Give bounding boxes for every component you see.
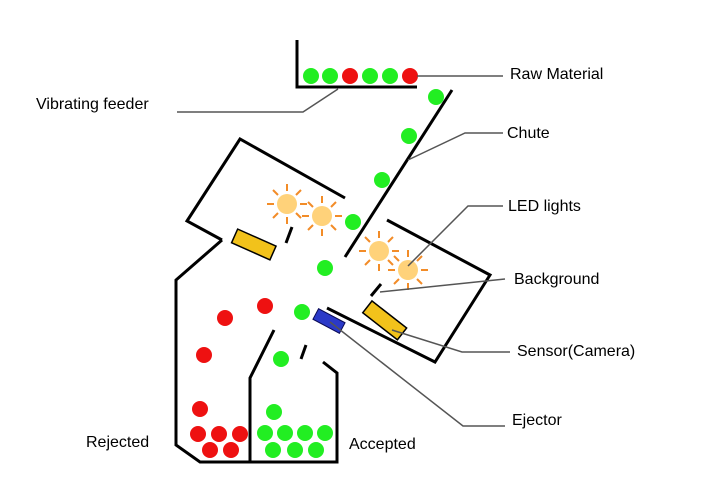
label-rejected: Rejected — [86, 434, 149, 451]
led-light-icon — [302, 196, 342, 236]
label-ejector: Ejector — [512, 412, 562, 429]
left-sensor-housing — [230, 228, 278, 261]
particle-rejected — [257, 298, 273, 314]
label-accepted: Accepted — [349, 436, 416, 453]
right-inspection-box — [326, 218, 493, 364]
particle-rejected — [217, 310, 233, 326]
label-led-lights: LED lights — [508, 198, 581, 215]
leader-led-lights — [407, 205, 503, 267]
particle-accepted — [266, 404, 282, 420]
particle-rejected — [196, 347, 212, 363]
particle-rejected — [342, 68, 358, 84]
label-raw-material: Raw Material — [510, 66, 603, 83]
particle-accepted — [273, 351, 289, 367]
accepted-flap — [299, 344, 308, 360]
particle-rejected — [211, 426, 227, 442]
rejected-bin — [174, 238, 250, 464]
particle-accepted — [345, 214, 361, 230]
particle-accepted — [265, 442, 281, 458]
accepted-pile — [257, 404, 333, 458]
particle-accepted — [287, 442, 303, 458]
particle-accepted — [294, 304, 310, 320]
leader-background — [379, 278, 506, 293]
particle-accepted — [317, 425, 333, 441]
label-sensor: Sensor(Camera) — [517, 343, 635, 360]
falling-particles — [294, 89, 444, 320]
particle-accepted — [401, 128, 417, 144]
raw-material-particles — [303, 68, 418, 84]
particle-accepted — [308, 442, 324, 458]
particle-accepted — [374, 172, 390, 188]
particle-accepted — [297, 425, 313, 441]
leader-chute — [407, 132, 503, 161]
accepted-bin — [250, 360, 339, 464]
particle-accepted — [303, 68, 319, 84]
leader-vibrating-feeder — [177, 88, 339, 113]
particle-rejected — [190, 426, 206, 442]
particle-rejected — [192, 401, 208, 417]
label-chute: Chute — [507, 125, 550, 142]
led-light-icon — [388, 250, 428, 290]
particle-accepted — [317, 260, 333, 276]
leader-ejector — [329, 321, 505, 427]
label-vibrating-feeder: Vibrating feeder — [36, 96, 149, 113]
leader-sensor — [391, 329, 510, 353]
particle-accepted — [362, 68, 378, 84]
particle-accepted — [257, 425, 273, 441]
particle-accepted — [277, 425, 293, 441]
right-sensor-housing — [361, 299, 408, 341]
particle-rejected — [232, 426, 248, 442]
particle-accepted — [322, 68, 338, 84]
particle-rejected — [223, 442, 239, 458]
particle-accepted — [382, 68, 398, 84]
left-background-plate — [284, 226, 294, 244]
left-inspection-box — [184, 137, 346, 242]
bin-divider — [248, 329, 276, 462]
vibrating-feeder-tray — [295, 40, 417, 89]
leader-lines — [177, 75, 510, 427]
led-light-icon — [359, 231, 399, 271]
label-background: Background — [514, 271, 599, 288]
rejected-pile — [190, 426, 248, 458]
rejected-particles-falling — [192, 298, 273, 417]
chute — [343, 89, 454, 258]
right-background-plate — [369, 283, 383, 297]
particle-rejected — [402, 68, 418, 84]
led-lights — [267, 184, 428, 290]
particle-rejected — [202, 442, 218, 458]
particle-accepted — [428, 89, 444, 105]
led-light-icon — [267, 184, 307, 224]
